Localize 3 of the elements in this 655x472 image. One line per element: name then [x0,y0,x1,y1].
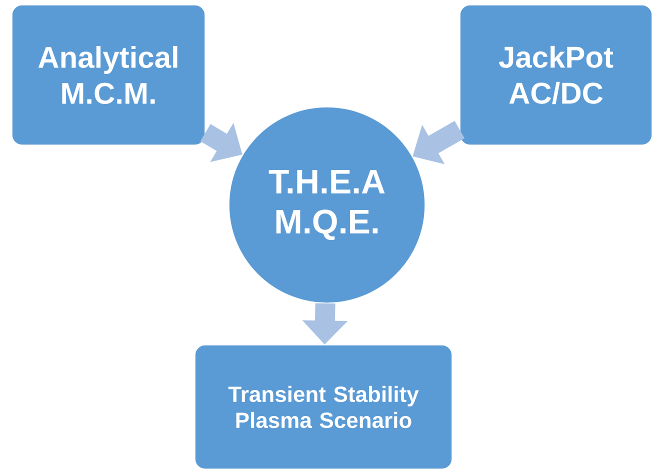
process-box: Analytical M.C.M. [12,4,206,146]
process-box: JackPot AC/DC [460,4,652,146]
process-box: Transient Stability Plasma Scenario [194,344,452,470]
